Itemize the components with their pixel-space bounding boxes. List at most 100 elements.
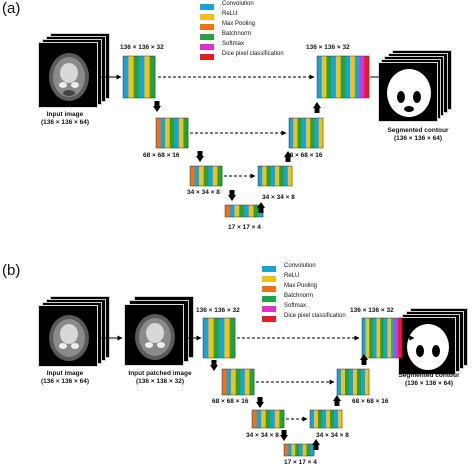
- layer-slice: [364, 56, 370, 98]
- legend-label: Batchnorm: [284, 293, 314, 299]
- dec3-dims: 34 × 34 × 8: [316, 432, 349, 439]
- down-arrow-3: [280, 430, 288, 441]
- enc1-dims: 136 × 136 × 32: [196, 307, 240, 314]
- layer-slice: [248, 205, 254, 217]
- dec3-block: [257, 165, 293, 187]
- layer-slice: [357, 369, 362, 395]
- layer-slice: [314, 410, 319, 428]
- layer-slice: [160, 118, 166, 148]
- input-caption: Input image: [46, 370, 84, 377]
- layer-slice: [199, 166, 205, 186]
- layer-slice: [231, 369, 237, 395]
- layer-slice: [149, 56, 156, 98]
- input-dims-caption: (136 × 136 × 64): [40, 378, 90, 385]
- legend-label: Max Pooling: [222, 21, 256, 27]
- enc1-dims: 136 × 136 × 32: [120, 44, 164, 51]
- patched-ct-image: [124, 304, 184, 366]
- patch-dims-caption: (136 × 136 × 32): [135, 378, 185, 385]
- patched-image-stack: [124, 296, 200, 368]
- legend-swatch: [262, 296, 276, 302]
- layer-slice: [284, 444, 289, 456]
- layer-slice: [156, 118, 161, 148]
- enc3-dims: 34 × 34 × 8: [246, 432, 279, 439]
- layer-slice: [222, 369, 227, 395]
- layer-slice: [317, 56, 323, 98]
- up-arrow-2: [333, 395, 341, 406]
- bottleneck-block: [283, 443, 315, 457]
- layer-slice: [335, 56, 341, 98]
- enc2-dims: 68 × 68 × 16: [212, 398, 249, 405]
- enc2-block: [155, 117, 189, 149]
- up-arrow-2: [284, 151, 292, 162]
- layer-slice: [256, 410, 262, 428]
- bottleneck-dims: 17 × 17 × 4: [228, 224, 261, 231]
- dec3-dims: 34 × 34 × 8: [262, 194, 295, 201]
- legend-swatch: [200, 34, 214, 40]
- enc2-block: [221, 368, 255, 396]
- up-arrow-1: [313, 102, 321, 113]
- legend-swatch: [200, 54, 214, 60]
- layer-slice: [266, 166, 272, 186]
- panel-b-label: (b): [2, 262, 21, 279]
- layer-slice: [229, 318, 236, 358]
- layer-slice: [398, 318, 403, 358]
- layer-slice: [212, 166, 218, 186]
- layer-slice: [262, 166, 267, 186]
- layer-slice: [310, 410, 315, 428]
- input-image-stack: [38, 33, 114, 109]
- layer-slice: [293, 118, 298, 148]
- layer-slice: [165, 118, 171, 148]
- ct-scan-image: [38, 305, 98, 367]
- layer-slice: [275, 166, 280, 186]
- input-image-stack: [38, 296, 114, 368]
- layer-slice: [380, 318, 385, 358]
- legend-label: Batchnorm: [222, 31, 252, 37]
- down-arrow-2: [196, 151, 204, 162]
- layer-slice: [353, 369, 358, 395]
- layer-slice: [326, 56, 332, 98]
- layer-slice: [314, 118, 320, 148]
- up-arrow-1: [360, 354, 368, 365]
- layer-slice: [174, 118, 180, 148]
- layer-slice: [194, 166, 200, 186]
- layer-slice: [270, 166, 276, 186]
- layer-slice: [341, 369, 346, 395]
- layer-slice: [345, 369, 350, 395]
- dec2-block: [288, 117, 324, 149]
- layer-slice: [217, 166, 223, 186]
- up-arrow-3: [257, 202, 265, 213]
- panel-a-label: (a): [2, 0, 21, 17]
- legend-label: Convolution: [222, 1, 254, 7]
- legend-swatch: [200, 14, 214, 20]
- layer-slice: [310, 118, 315, 148]
- layer-slice: [203, 166, 209, 186]
- enc1-block: [202, 317, 236, 359]
- segmented-contour-image: [378, 62, 438, 122]
- bottleneck-dims: 17 × 17 × 4: [284, 459, 317, 466]
- dec1-dims: 136 × 136 × 32: [350, 307, 394, 314]
- dec1-dims: 136 × 136 × 32: [306, 44, 350, 51]
- layer-slice: [274, 410, 280, 428]
- enc3-block: [189, 165, 223, 187]
- legend-swatch: [262, 316, 276, 322]
- legend-label: Dice pixel classification: [284, 313, 346, 319]
- layer-slice: [253, 205, 259, 217]
- layer-slice: [376, 318, 381, 358]
- layer-slice: [225, 205, 231, 217]
- output-dims-caption: (136 × 136 × 64): [404, 380, 454, 387]
- down-arrow-1: [153, 101, 161, 112]
- layer-slice: [265, 410, 271, 428]
- layer-slice: [354, 56, 360, 98]
- layer-slice: [289, 118, 294, 148]
- layer-slice: [331, 56, 337, 98]
- legend-swatch: [200, 44, 214, 50]
- layer-slice: [318, 118, 324, 148]
- layer-slice: [219, 318, 225, 358]
- layer-slice: [369, 318, 374, 358]
- layer-slice: [203, 318, 209, 358]
- layer-slice: [394, 318, 399, 358]
- down-arrow-1: [210, 360, 218, 371]
- down-arrow-3: [228, 190, 236, 201]
- layer-slice: [306, 444, 311, 456]
